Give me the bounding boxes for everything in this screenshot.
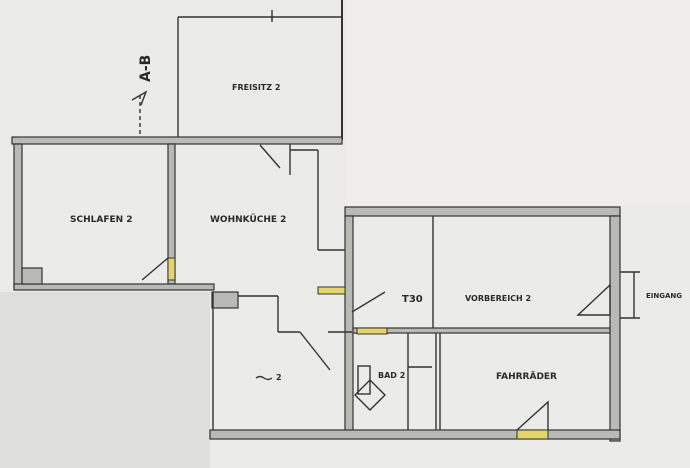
room-label-freisitz: FREISITZ 2 [232, 83, 280, 92]
freisitz-outline [177, 0, 343, 140]
door-fahrraeder[interactable] [516, 429, 549, 440]
room-label-wohnkueche: WOHNKÜCHE 2 [210, 214, 286, 225]
room-label-fahrraeder: FAHRRÄDER [496, 371, 557, 382]
door-schlafen[interactable] [167, 257, 176, 281]
room-label-bad: BAD 2 [378, 371, 405, 380]
paper-sheet-top-right [345, 0, 690, 205]
illegible-scribble [255, 375, 273, 381]
paper-shadow [0, 292, 210, 468]
door-bad[interactable] [356, 327, 388, 335]
room-label-small-room: 2 [276, 373, 282, 382]
walls-lower-left [211, 291, 352, 430]
room-label-schlafen: SCHLAFEN 2 [70, 215, 133, 225]
section-marker [131, 90, 148, 140]
room-label-t30: T30 [402, 294, 423, 305]
walls-upper [11, 136, 345, 291]
room-label-vorbereich: VORBEREICH 2 [465, 294, 531, 303]
entrance-label: EINGANG [646, 292, 682, 300]
walls-right-block [209, 206, 640, 442]
section-marker-label: A-B [138, 55, 154, 82]
door-wohnkueche[interactable] [317, 286, 346, 295]
